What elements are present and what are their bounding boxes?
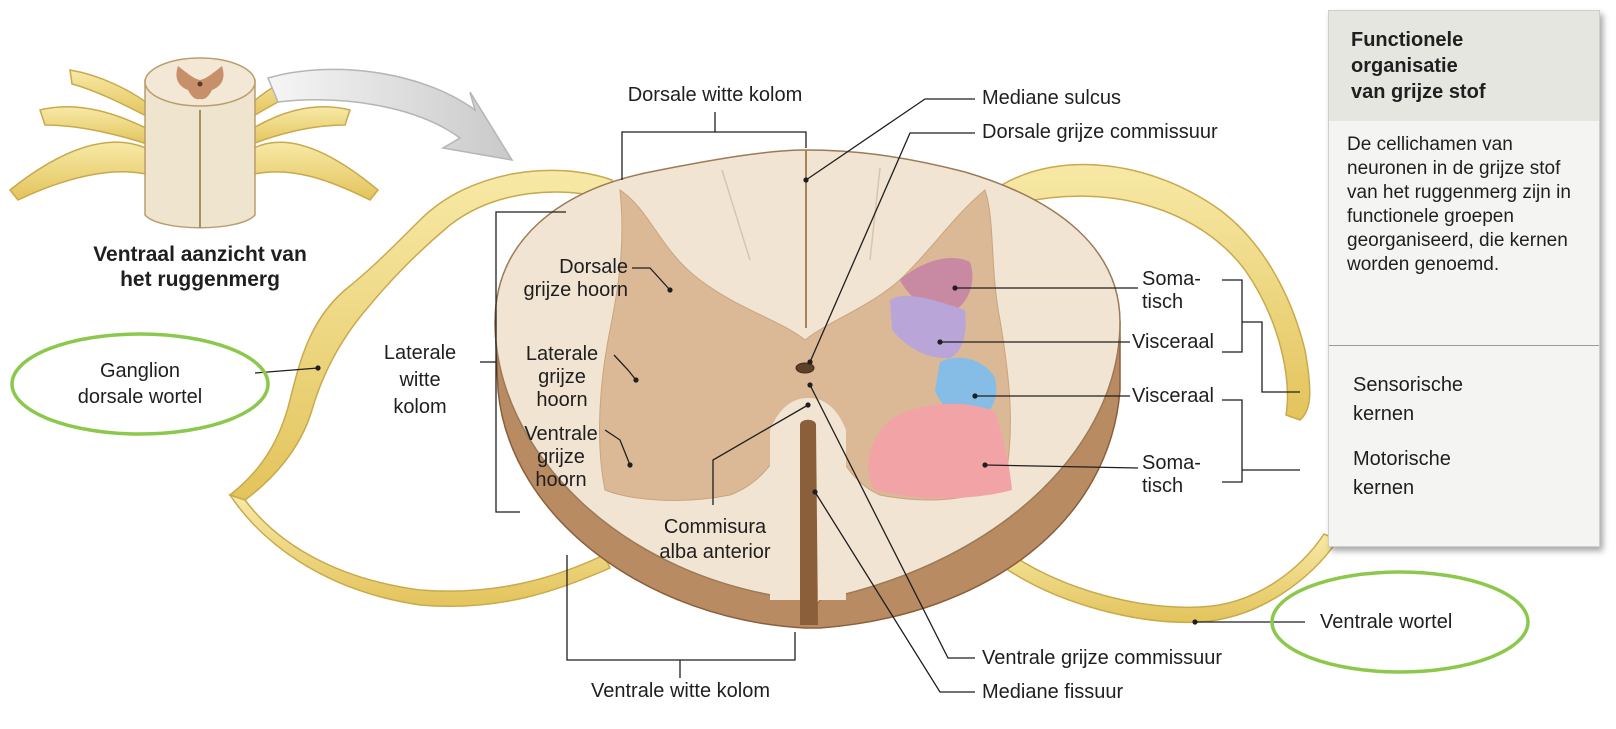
ventral-view-caption: Ventraal aanzicht van het ruggenmerg (70, 242, 330, 292)
panel-title-line: van grijze stof (1351, 81, 1486, 103)
label-ventrale-witte-kolom: Ventrale witte kolom (591, 680, 770, 702)
info-panel: Functionele organisatie van grijze stof … (1328, 10, 1600, 547)
label-mediane-fissuur: Mediane fissuur (982, 681, 1124, 703)
label-line: Ventrale (524, 423, 598, 445)
label-ventrale-grijze-hoorn: Ventrale grijze hoorn (500, 423, 622, 492)
label-line: Soma- (1142, 452, 1201, 474)
label-line: witte (399, 369, 441, 391)
label-laterale-grijze-hoorn: Laterale grijze hoorn (502, 343, 622, 412)
panel-title-line: Functionele (1351, 29, 1464, 51)
label-dorsale-witte-kolom: Dorsale witte kolom (627, 84, 803, 106)
label-line: Commisura (663, 516, 767, 538)
label-line: grijze (537, 446, 585, 468)
nerve-roots (228, 163, 1340, 624)
label-line: tisch (1142, 475, 1184, 497)
panel-title-line: organisatie (1351, 55, 1458, 77)
leader-lines (254, 98, 1305, 693)
label-line: dorsale wortel (77, 386, 203, 408)
label-line: grijze (538, 366, 586, 388)
label-ganglion-dorsale-wortel: Ganglion dorsale wortel (50, 358, 230, 410)
label-mediane-sulcus: Mediane sulcus (982, 87, 1121, 109)
label-line: Ganglion (99, 360, 181, 382)
leader-dots (315, 177, 1198, 625)
ventrale-wortel-highlight-ring (1270, 570, 1530, 674)
pointer-arrow (266, 68, 514, 162)
label-ventrale-grijze-commissuur: Ventrale grijze commissuur (982, 647, 1223, 669)
panel-title: Functionele organisatie van grijze stof (1329, 11, 1599, 121)
panel-motorische-kernen: Motorische kernen (1353, 445, 1451, 503)
somatisch-motorisch-kern (868, 403, 1012, 499)
label-line: Laterale (383, 342, 457, 364)
label-line: hoorn (535, 469, 587, 491)
caption-line-1: Ventraal aanzicht van (93, 243, 307, 266)
label-line: Laterale (525, 343, 599, 365)
label-dorsale-grijze-hoorn: Dorsale grijze hoorn (490, 256, 628, 302)
label-laterale-witte-kolom: Laterale witte kolom (365, 340, 475, 421)
label-line: tisch (1142, 291, 1184, 313)
label-line: Dorsale (559, 256, 628, 278)
label-visceraal-sensorisch: Visceraal (1132, 331, 1214, 353)
label-line: kernen (1353, 477, 1415, 499)
label-somatisch-sensorisch: Soma- tisch (1142, 268, 1201, 314)
label-line: hoorn (536, 389, 588, 411)
label-line: kolom (393, 396, 447, 418)
panel-divider (1329, 345, 1599, 346)
label-line: grijze hoorn (523, 279, 628, 301)
label-line: alba anterior (659, 541, 771, 563)
label-line: Soma- (1142, 268, 1201, 290)
label-visceraal-motorisch: Visceraal (1132, 385, 1214, 407)
label-dorsale-grijze-commissuur: Dorsale grijze commissuur (982, 121, 1218, 143)
label-line: kernen (1353, 403, 1415, 425)
caption-line-2: het ruggenmerg (120, 268, 280, 291)
ganglion-highlight-ring (10, 332, 270, 436)
label-commisura-alba-anterior: Commisura alba anterior (620, 515, 810, 565)
label-line: Sensorische (1353, 374, 1464, 396)
label-somatisch-motorisch: Soma- tisch (1142, 452, 1201, 498)
spinal-cord-cross-section (494, 149, 1121, 629)
panel-sensorische-kernen: Sensorische kernen (1353, 371, 1463, 429)
label-line: Motorische (1353, 448, 1451, 470)
label-ventrale-wortel: Ventrale wortel (1320, 611, 1453, 633)
panel-body-text: De cellichamen van neuronen in de grijze… (1347, 134, 1571, 275)
